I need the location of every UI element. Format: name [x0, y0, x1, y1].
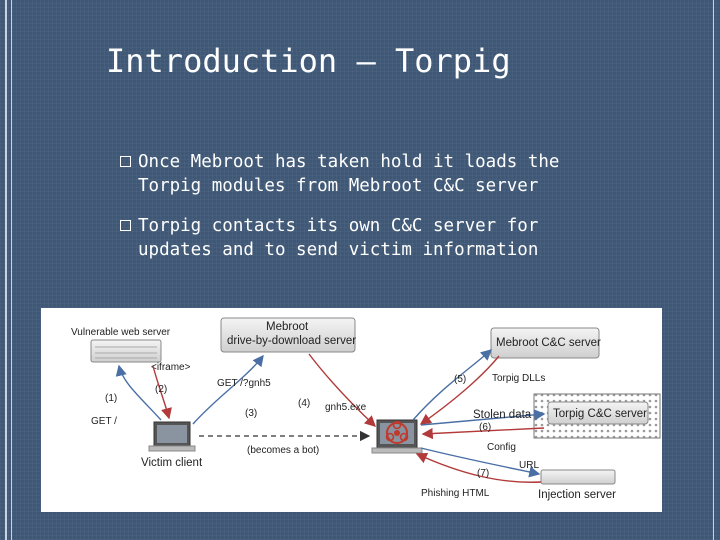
get-gnh5-label: GET /?gnh5	[217, 378, 271, 389]
injection-server-icon	[540, 469, 616, 485]
mebroot-cc-node: Mebroot C&C server	[490, 327, 601, 359]
biohazard-icon	[385, 420, 409, 444]
arrow-step2	[152, 365, 172, 420]
torpig-cc-node: Torpig C&C server	[533, 393, 661, 439]
url-label: URL	[519, 460, 539, 471]
laptop-icon	[148, 421, 196, 452]
bullet-text: Torpig contacts its own C&C server for u…	[138, 216, 539, 260]
slide-title: Introduction – Torpig	[106, 42, 511, 80]
dbd-server-icon	[220, 317, 356, 353]
arrow-step1	[115, 364, 162, 421]
right-border-rule	[713, 0, 714, 540]
injection-server-label: Injection server	[538, 489, 616, 501]
step5-label: (5)	[454, 374, 466, 385]
becomes-bot-label: (becomes a bot)	[247, 445, 319, 456]
bullet-item: Torpig contacts its own C&C server for u…	[118, 214, 638, 262]
arrow-step5-request	[412, 349, 493, 421]
phishing-html-label: Phishing HTML	[421, 488, 490, 499]
mebroot-cc-icon	[490, 327, 600, 359]
bullet-list: Once Mebroot has taken hold it loads the…	[118, 150, 638, 278]
get-root-label: GET /	[91, 416, 117, 427]
web-server-icon	[90, 339, 162, 363]
step7-label: (7)	[477, 468, 489, 479]
arrow-step5-dlls	[419, 355, 500, 425]
bullet-text: Once Mebroot has taken hold it loads the…	[138, 152, 560, 196]
step1-label: (1)	[105, 393, 117, 404]
left-border-rule-thin	[11, 0, 12, 540]
torpig-cc-icon	[547, 401, 649, 425]
dbd-server-label-1: Mebroot	[266, 321, 309, 333]
square-bullet-icon	[120, 156, 131, 167]
arrow-phishing-html	[415, 452, 542, 483]
infected-host-node	[371, 419, 423, 454]
web-server-label: Vulnerable web server	[71, 327, 171, 338]
torpig-dlls-label: Torpig DLLs	[492, 373, 545, 384]
arrow-step3	[192, 354, 264, 425]
step4-label: (4)	[298, 398, 310, 409]
mebroot-cc-label: Mebroot C&C server	[496, 337, 601, 349]
bullet-item: Once Mebroot has taken hold it loads the…	[118, 150, 638, 198]
arrow-step4	[308, 353, 377, 427]
torpig-cc-label: Torpig C&C server	[553, 408, 647, 420]
arrow-url	[420, 447, 541, 478]
arrow-config	[421, 427, 545, 440]
stolen-data-label: Stolen data	[473, 409, 532, 421]
step2-label: (2)	[155, 384, 167, 395]
torpig-architecture-diagram: Vulnerable web server <iframe> Mebroot d…	[41, 308, 662, 512]
dbd-server-node: Mebroot drive-by-download server	[220, 317, 356, 353]
gnh5-exe-label: gnh5.exe	[325, 402, 367, 413]
square-bullet-icon	[120, 220, 131, 231]
victim-client-label: Victim client	[141, 457, 203, 469]
left-border-rule	[5, 0, 7, 540]
arrow-stolen-data	[420, 409, 546, 426]
step3-label: (3)	[245, 408, 257, 419]
victim-client-node: Victim client	[141, 421, 203, 469]
dbd-server-label-2: drive-by-download server	[227, 335, 356, 347]
web-server-node: Vulnerable web server <iframe>	[71, 327, 191, 373]
config-label: Config	[487, 442, 516, 453]
injection-server-node: Injection server	[538, 469, 616, 501]
step6-label: (6)	[479, 422, 491, 433]
iframe-label: <iframe>	[151, 362, 191, 373]
